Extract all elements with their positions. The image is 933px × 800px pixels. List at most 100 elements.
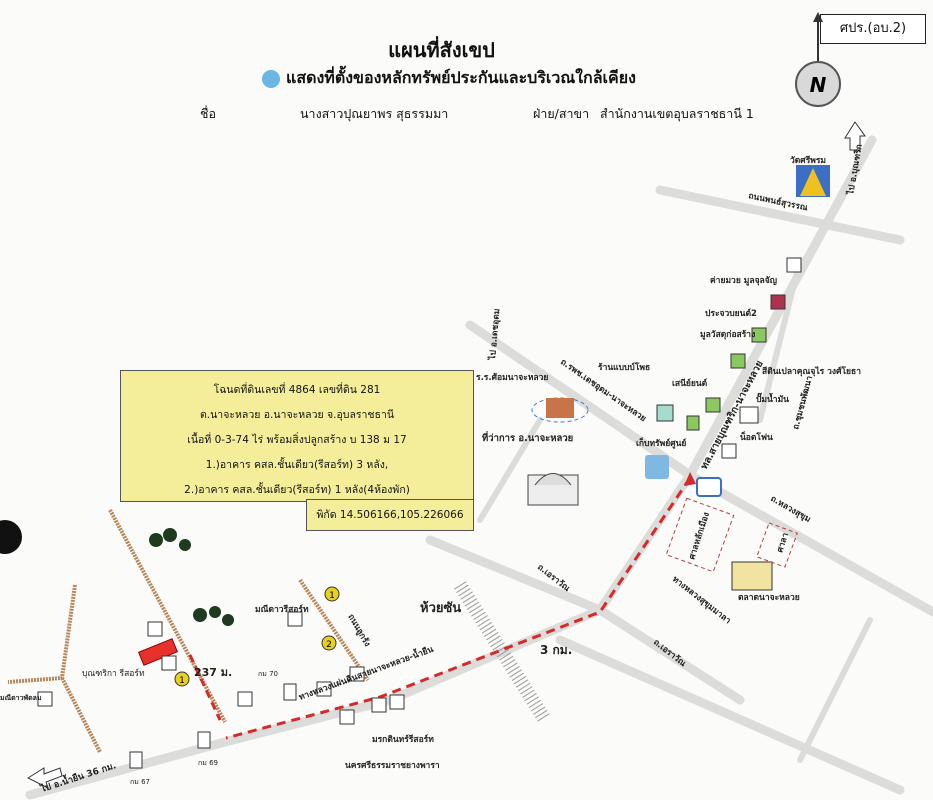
label-road-right-small: ถ.ชุมชนพัฒนา — [790, 374, 815, 430]
subtitle: แสดงที่ตั้งของหลักทรัพย์ประกันและบริเวณใ… — [262, 66, 636, 91]
bank-icon — [645, 455, 669, 479]
tree-icons — [149, 528, 234, 626]
route-path — [225, 477, 692, 740]
property-building-1: 1.)อาคาร คสล.ชั้นเดียว(รีสอร์ท) 3 หลัง, — [205, 459, 389, 471]
property-building-2: 2.)อาคาร คสล.ชั้นเดียว(รีสอร์ท) 1 หลัง(4… — [184, 484, 410, 496]
temple-stupa-icon — [800, 168, 826, 196]
dirt-road — [7, 584, 77, 684]
building-icon — [770, 294, 786, 310]
label-resort-1: มณีดาวรีสอร์ท — [255, 604, 309, 615]
branch-label: ฝ่าย/สาขา — [533, 106, 590, 121]
label-district-office: ที่ว่าการ อ.นาจะหลวย — [482, 430, 573, 444]
property-info-box: โฉนดที่ดินเลขที่ 4864 เลขที่ดิน 281 ต.นา… — [120, 370, 474, 502]
shrine-area — [665, 497, 735, 573]
route-arrow-icon — [684, 472, 696, 486]
road-phonsuwan — [655, 185, 905, 245]
building-icon — [339, 709, 355, 725]
property-location: ต.นาจะหลวย อ.นาจะหลวย จ.อุบลราชธานี — [199, 409, 395, 421]
km-post-icon — [129, 751, 143, 769]
label-sala: ศาลา — [775, 531, 791, 553]
building-icon — [349, 666, 365, 682]
building-icon — [751, 327, 767, 343]
subject-property — [138, 638, 178, 666]
number-markers: 1 1 2 — [174, 586, 340, 687]
name-value: นางสาวปุณยาพร สุธรรมมา — [300, 106, 449, 121]
school-icon — [546, 398, 574, 418]
district-office-dome-icon — [534, 473, 572, 486]
label-shop-7: ปั๊มน้ำมัน — [756, 392, 789, 405]
building-icon — [656, 404, 674, 422]
buildings — [37, 257, 802, 769]
label-shop-1: ค่ายมวย มูลจุลจัญ — [710, 275, 777, 286]
dirt-road — [298, 578, 370, 682]
label-to-buntharik: ไป อ.บุณฑริก — [845, 143, 865, 196]
dirt-roads — [7, 509, 370, 753]
building-icon — [37, 691, 53, 707]
label-left-shop: มณีดาวพัดลม — [0, 694, 42, 702]
label-resort-3: นครศรีธรรมราชยางพารา — [345, 760, 440, 771]
building-icon — [705, 397, 721, 413]
school-marker — [531, 397, 589, 423]
building-icon — [237, 691, 253, 707]
stream-icon — [454, 581, 551, 724]
form-code: ศปร.(อบ.2) — [820, 14, 926, 44]
label-shop-4: สีดินเปลาคุณจุไร วงศ์โยธา — [762, 366, 861, 377]
label-shrine: ศาลหลักเมือง — [686, 511, 712, 561]
building-icon — [147, 621, 163, 637]
building-icon — [389, 694, 405, 710]
compass-icon: N — [795, 12, 841, 107]
building-icon — [371, 697, 387, 713]
label-market: ตลาดนาจะหลวย — [738, 593, 800, 603]
road-erawan-2 — [555, 635, 905, 795]
bank-icon-2 — [696, 477, 722, 497]
label-distance-3km: 3 กม. — [540, 643, 572, 657]
market-icon — [731, 561, 773, 591]
label-shop-9: น็อตโฟน — [740, 430, 773, 443]
label-km67: กม 67 — [130, 778, 150, 786]
side-road — [797, 617, 873, 763]
label-shop-2: ประจวบยนต์2 — [705, 308, 757, 319]
label-wat: วัดศรีพรม — [790, 155, 826, 166]
distance-237m-line — [188, 654, 222, 721]
road-rpc — [465, 320, 695, 480]
building-icon — [786, 257, 802, 273]
label-distance-237m: 237 ม. — [194, 666, 232, 679]
building-icon — [316, 681, 332, 697]
dirt-road — [60, 677, 102, 753]
label-shop-8: เก็บทรัพย์ศูนย์ — [636, 436, 686, 449]
property-deed: โฉนดที่ดินเลขที่ 4864 เลขที่ดิน 281 — [213, 384, 381, 396]
km-post-icon — [283, 683, 297, 701]
arrow-up-icon — [844, 121, 866, 151]
side-road — [757, 257, 803, 423]
marker-label: 1 — [329, 591, 335, 601]
logo-icon — [262, 69, 280, 88]
dirt-road — [108, 509, 227, 723]
label-shop-5: ร้านแบบบ์โพธ — [598, 362, 650, 373]
label-km70: กม 70 — [258, 670, 278, 678]
km-post-icon — [197, 731, 211, 749]
label-school: ร.ร.ศ้อมนาจะหลวย — [476, 372, 548, 383]
compass-label: N — [810, 73, 827, 97]
page-title: แผนที่สังเขป — [388, 38, 495, 62]
label-shop-3: มูลวัสดุก่อสร้าง — [700, 329, 755, 340]
road-luang-sukhum — [685, 470, 933, 617]
branch-value: สำนักงานเขตอุบลราชธานี 1 — [600, 106, 754, 121]
marker-circle — [321, 635, 337, 651]
building-icon — [730, 353, 746, 369]
building-icon — [739, 406, 759, 424]
side-road — [477, 417, 543, 523]
label-stream: ห้วยซัน — [420, 600, 461, 616]
label-km69: กม 69 — [198, 759, 218, 767]
building-icon — [686, 415, 700, 431]
label-road-erawan-2: ถ.เอราวัณ — [651, 637, 688, 669]
arrow-left-icon — [26, 767, 63, 789]
highway-road — [25, 135, 877, 800]
paved-roads — [25, 135, 933, 800]
marker-circle — [324, 586, 340, 602]
label-to-det-udom: ไป อ.เดชอุดม — [487, 308, 503, 361]
marker-circle — [174, 671, 190, 687]
property-area: เนื้อที่ 0-3-74 ไร่ พร้อมสิ่งปลูกสร้าง บ… — [187, 434, 407, 446]
label-resort-2: มรกตินทร์รีสอร์ท — [372, 734, 434, 745]
name-label: ชื่อ — [200, 106, 216, 121]
